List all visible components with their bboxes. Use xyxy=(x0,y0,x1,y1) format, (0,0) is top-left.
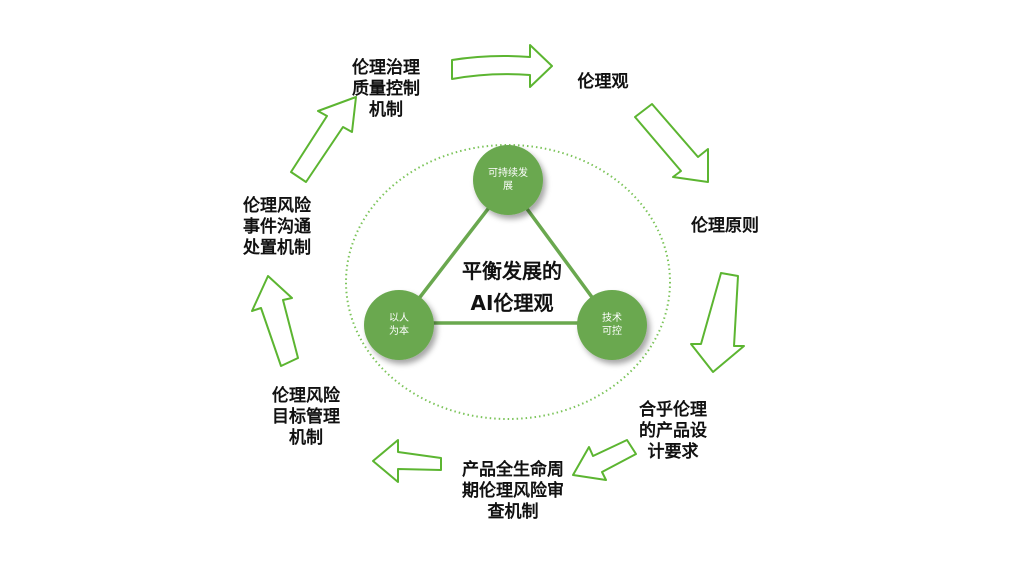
cycle-arrow-6 xyxy=(251,275,299,367)
cycle-step-risk-event: 伦理风险 事件沟通 处置机制 xyxy=(243,196,311,258)
cycle-arrow-1 xyxy=(451,44,553,88)
cycle-arrow-2 xyxy=(634,103,709,183)
cycle-step-ethics-view: 伦理观 xyxy=(577,72,629,92)
node-circle-sustainable xyxy=(473,145,543,215)
cycle-step-ethics-principles: 伦理原则 xyxy=(691,216,759,236)
cycle-step-governance-quality: 伦理治理 质量控制 机制 xyxy=(352,58,420,120)
cycle-step-risk-target: 伦理风险 目标管理 机制 xyxy=(272,386,340,448)
center-title: 平衡发展的 AI伦理观 xyxy=(462,259,562,315)
cycle-arrow-4 xyxy=(572,439,637,481)
node-label-people: 以人 为本 xyxy=(389,313,409,337)
node-label-sustainable: 可持续发 展 xyxy=(488,168,528,192)
cycle-arrow-5 xyxy=(372,439,442,483)
cycle-arrow-7 xyxy=(290,96,357,183)
cycle-step-product-design: 合乎伦理 的产品设 计要求 xyxy=(639,400,707,462)
cycle-arrow-3 xyxy=(690,272,745,373)
balance-triangle xyxy=(396,180,615,325)
cycle-step-lifecycle-review: 产品全生命周 期伦理风险审 查机制 xyxy=(462,460,564,522)
node-label-tech: 技术 可控 xyxy=(602,313,622,337)
dotted-ring xyxy=(345,144,671,420)
node-circle-tech xyxy=(577,290,647,360)
node-circle-people xyxy=(364,290,434,360)
